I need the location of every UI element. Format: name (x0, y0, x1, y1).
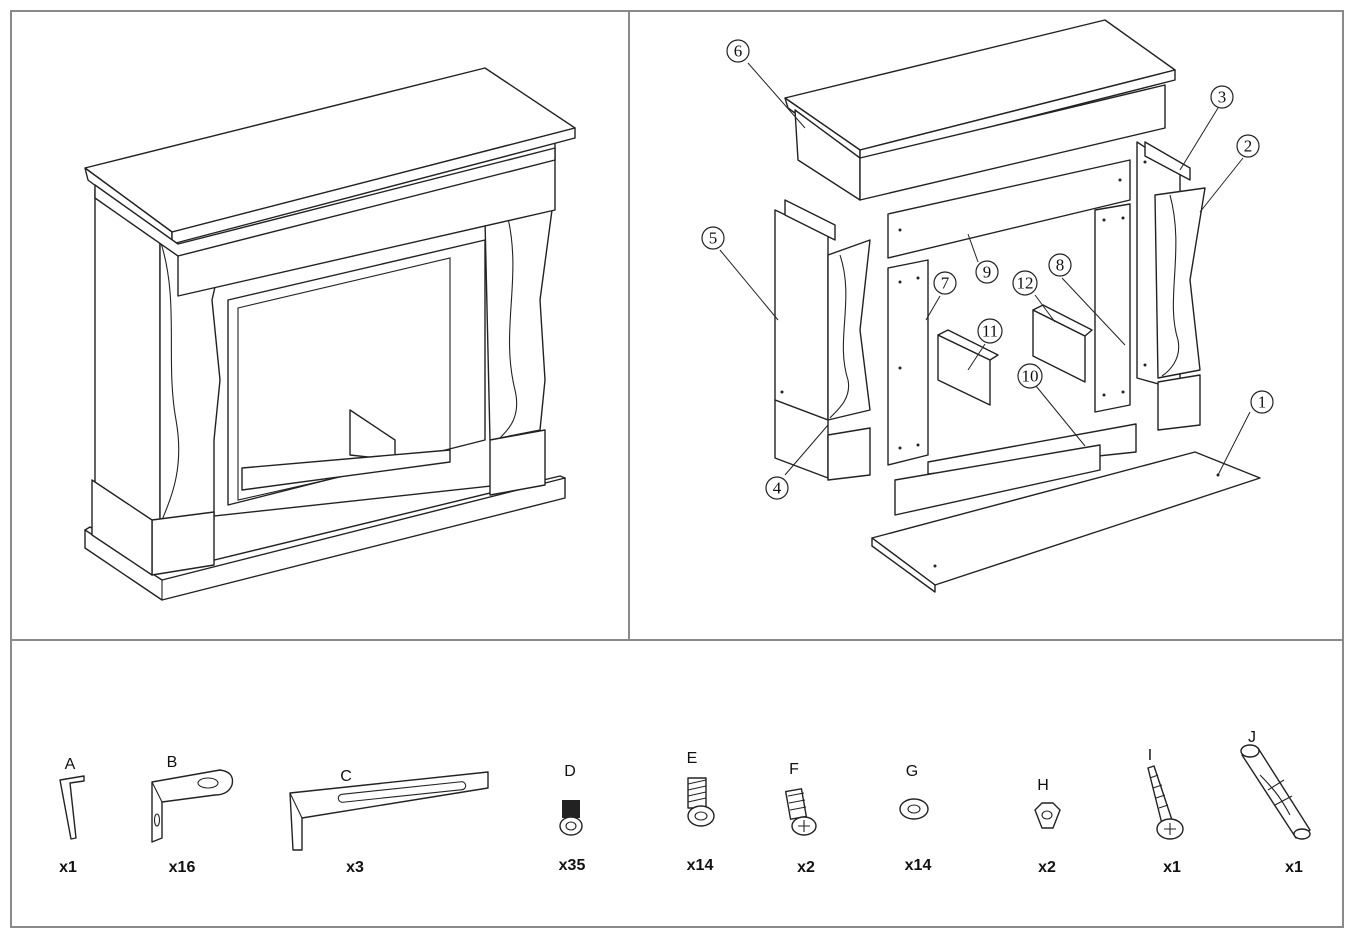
callout-3-label: 3 (1218, 88, 1227, 107)
part-left-inner-panel (887, 259, 929, 466)
hardware-list: A x1 B x16 C x3 (59, 729, 1311, 876)
hardware-b-letter: B (167, 754, 178, 771)
diagram-frame (10, 10, 1344, 928)
hardware-d-qty: x35 (559, 857, 586, 874)
callout-12-label: 12 (1017, 274, 1034, 293)
hardware-a-letter: A (65, 756, 76, 773)
firebox-opening (227, 239, 486, 506)
part-left-pillar (774, 199, 871, 481)
callout-11: 11 (977, 318, 1003, 344)
right-pillar-foot (489, 429, 546, 496)
hardware-c-letter: C (340, 768, 352, 785)
callout-3: 3 (1210, 85, 1234, 109)
hardware-d: D x35 (559, 763, 586, 874)
panel-divider-horizontal (10, 639, 1344, 641)
nut-icon (1034, 802, 1061, 829)
callout-1-label: 1 (1258, 393, 1267, 412)
panel-divider-vertical (628, 10, 630, 640)
callout-11-label: 11 (982, 322, 998, 341)
cam-lock-icon (559, 800, 583, 836)
assembled-fireplace (84, 67, 576, 601)
hardware-h-letter: H (1037, 777, 1049, 794)
hardware-a: A x1 (59, 756, 85, 876)
hardware-e-qty: x14 (687, 857, 714, 874)
part-right-inner-panel (1094, 203, 1131, 413)
callout-5-label: 5 (709, 229, 718, 248)
callout-7: 7 (933, 271, 957, 295)
callout-2-label: 2 (1244, 137, 1253, 156)
hardware-b: B x16 (151, 754, 234, 876)
long-bracket-icon (289, 771, 489, 851)
callout-8: 8 (1048, 253, 1072, 277)
screw-holes (780, 160, 1220, 568)
bolt-icon (687, 777, 715, 827)
screw-icon (784, 788, 817, 836)
part-right-pillar (1136, 141, 1206, 431)
hardware-g-qty: x14 (905, 857, 932, 874)
hardware-e: E x14 (687, 750, 715, 874)
hardware-d-letter: D (564, 763, 576, 780)
callout-10: 10 (1017, 363, 1043, 389)
washer-icon (899, 798, 929, 820)
hardware-j-qty: x1 (1285, 859, 1303, 876)
hardware-i-letter: I (1148, 747, 1152, 764)
callout-2: 2 (1236, 134, 1260, 158)
left-pillar-foot (151, 511, 215, 576)
callout-8-label: 8 (1056, 256, 1065, 275)
hardware-i: I x1 (1147, 747, 1184, 876)
hardware-c-qty: x3 (346, 859, 364, 876)
callout-6: 6 (726, 39, 750, 63)
callout-7-label: 7 (941, 274, 950, 293)
hardware-g-letter: G (906, 763, 918, 780)
callout-10-label: 10 (1022, 367, 1039, 386)
wall-anchor-icon (1240, 744, 1311, 840)
callout-9: 9 (975, 260, 999, 284)
hardware-h: H x2 (1034, 777, 1061, 876)
hardware-j-letter: J (1248, 729, 1256, 746)
callout-12: 12 (1012, 270, 1038, 296)
hardware-a-qty: x1 (59, 859, 77, 876)
part-top-rail (887, 159, 1131, 259)
right-pillar-front (484, 209, 553, 441)
hardware-c: C x3 (289, 768, 489, 876)
callout-6-label: 6 (734, 42, 743, 61)
hardware-h-qty: x2 (1038, 859, 1056, 876)
callout-1: 1 (1250, 390, 1274, 414)
hardware-f: F x2 (784, 761, 817, 876)
hardware-f-qty: x2 (797, 859, 815, 876)
hardware-f-letter: F (789, 761, 799, 778)
callout-5: 5 (701, 226, 725, 250)
callout-9-label: 9 (983, 263, 992, 282)
hardware-i-qty: x1 (1163, 859, 1181, 876)
part-mantel-top (784, 19, 1176, 201)
exploded-view (774, 19, 1261, 593)
hardware-j: J x1 (1240, 729, 1311, 876)
callout-4: 4 (765, 476, 789, 500)
hardware-g: G x14 (899, 763, 932, 874)
left-pillar-side (94, 189, 161, 541)
leader-lines (719, 62, 1251, 476)
part-bottom-rail (927, 423, 1137, 475)
allen-key-icon (59, 775, 85, 840)
callout-4-label: 4 (773, 479, 782, 498)
hardware-e-letter: E (687, 750, 698, 767)
wood-screw-icon (1147, 765, 1184, 840)
l-bracket-icon (151, 769, 234, 843)
hardware-b-qty: x16 (169, 859, 196, 876)
